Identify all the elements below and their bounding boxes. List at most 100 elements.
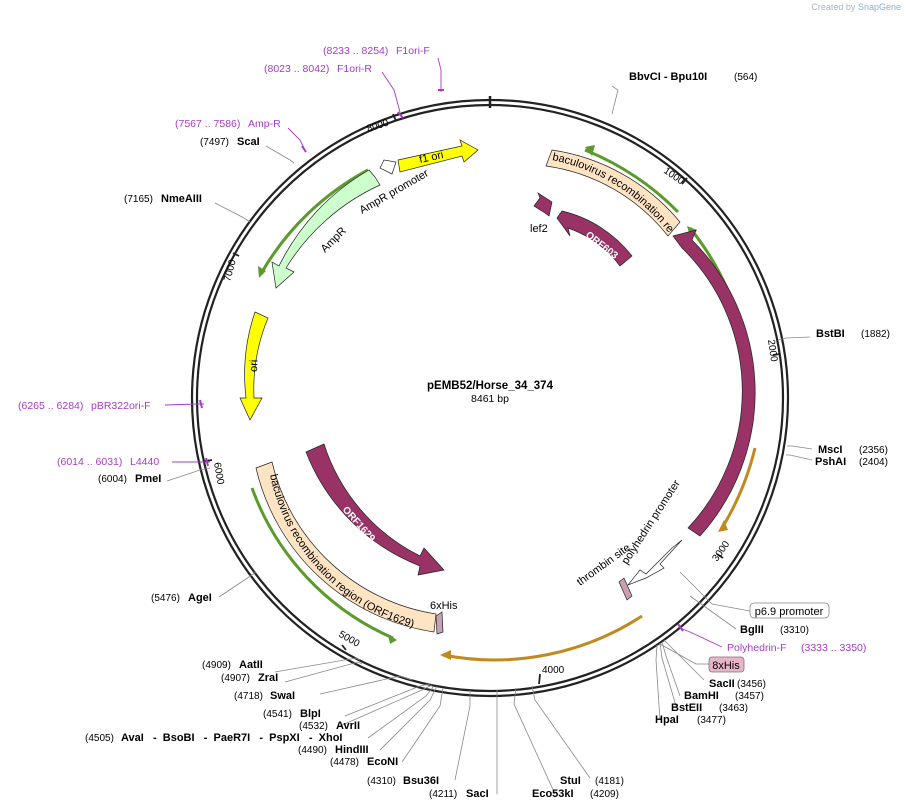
enzyme-label: NmeAIII xyxy=(161,193,202,205)
enzyme-pos: (4505) xyxy=(85,733,114,744)
enzyme-label: PshAI xyxy=(815,456,846,468)
his8-callout: 8xHis xyxy=(659,643,745,673)
polyhedrin-promoter-feature xyxy=(626,539,683,586)
enzyme-label: BstBI xyxy=(816,328,845,340)
orf603-feature xyxy=(556,210,633,267)
orf-arc-bottom-orange xyxy=(442,614,643,662)
enzyme-label: AgeI xyxy=(188,592,212,604)
enzyme-pos: (4532) xyxy=(299,721,328,732)
primer-leaders xyxy=(164,57,723,648)
enzyme-leaders xyxy=(166,85,813,795)
tick-label: 4000 xyxy=(542,665,565,676)
primer-range: (7567 .. 7586) xyxy=(175,118,240,130)
feature-labels: f1 ori AmpR promoter AmpR ori baculoviru… xyxy=(0,0,736,631)
tick-label: 8000 xyxy=(366,117,391,134)
enzyme-pos: (564) xyxy=(734,72,757,83)
enzyme-pos: (4541) xyxy=(263,709,292,720)
primer-label: Amp-R xyxy=(248,118,281,130)
enzyme-label: Bsu36I xyxy=(403,775,439,787)
p69-promoter-callout: p6.9 promoter xyxy=(679,571,830,619)
feature-label-6xhis: 6xHis xyxy=(430,600,458,612)
enzyme-pos: (4209) xyxy=(590,789,619,800)
feature-label-ampr: AmpR xyxy=(319,225,349,255)
enzyme-pos: (1882) xyxy=(861,329,890,340)
enzyme-label: AvaI - BsoBI - PaeR7I - PspXI - XhoI xyxy=(121,732,342,744)
primer-range: (6014 .. 6031) xyxy=(57,456,122,468)
enzyme-pos: (3477) xyxy=(697,715,726,726)
enzyme-label: Eco53kI xyxy=(532,788,574,800)
enzyme-pos: (2356) xyxy=(859,445,888,456)
enzyme-pos: (3457) xyxy=(735,691,764,702)
feature-label-lef2: lef2 xyxy=(530,223,548,235)
enzyme-label: ScaI xyxy=(237,136,260,148)
primer-range: (3333 .. 3350) xyxy=(801,642,866,654)
primer-marks xyxy=(199,89,684,632)
enzyme-pos: (7165) xyxy=(124,194,153,205)
enzyme-pos: (3310) xyxy=(780,625,809,636)
enzyme-label: SacII xyxy=(709,678,735,690)
enzyme-pos: (4490) xyxy=(298,745,327,756)
enzyme-label: StuI xyxy=(560,775,581,787)
his8-label: 8xHis xyxy=(712,660,740,672)
enzyme-label: BbvCI - Bpu10I xyxy=(629,71,707,83)
orf-arc-top xyxy=(584,148,680,214)
enzyme-pos: (4181) xyxy=(595,776,624,787)
enzyme-label: SwaI xyxy=(270,690,295,702)
ampr-promoter-feature xyxy=(379,159,397,175)
feature-label-gus: GUS xyxy=(724,378,736,400)
primer-label: pBR322ori-F xyxy=(91,400,151,412)
ori-feature xyxy=(239,311,269,421)
snapgene-credit: Created by SnapGene xyxy=(811,2,901,12)
orf-arc-right-orange xyxy=(720,447,757,529)
enzyme-label: BamHI xyxy=(684,690,719,702)
enzyme-pos: (4907) xyxy=(221,673,250,684)
enzyme-label: AatII xyxy=(239,659,263,671)
orf-arrowheads xyxy=(258,145,728,660)
primer-label: F1ori-F xyxy=(396,45,430,57)
enzyme-pos: (4211) xyxy=(429,789,457,800)
primer-label: Polyhedrin-F xyxy=(727,642,787,654)
enzyme-pos: (7497) xyxy=(200,137,229,148)
enzyme-pos: (4310) xyxy=(367,776,396,787)
enzyme-label: HindIII xyxy=(335,744,369,756)
enzyme-label: PmeI xyxy=(135,473,161,485)
bac-region-top xyxy=(545,149,681,237)
enzyme-label: SacI xyxy=(466,788,489,800)
enzyme-labels: BbvCI - Bpu10I (564) BstBI (1882) MscI (… xyxy=(85,71,890,800)
p69-promoter-label: p6.9 promoter xyxy=(755,606,824,618)
orf-arc-left-green xyxy=(250,487,394,640)
enzyme-label: BstEII xyxy=(671,702,702,714)
orf1629-feature xyxy=(305,443,445,576)
primer-label: L4440 xyxy=(130,456,159,468)
primer-range: (6265 .. 6284) xyxy=(18,400,83,412)
plasmid-length: 8461 bp xyxy=(471,393,509,405)
orf-arc-topleft-green xyxy=(260,168,369,273)
tick-label: 2000 xyxy=(765,339,779,363)
enzyme-label: HpaI xyxy=(655,714,679,726)
enzyme-pos: (6004) xyxy=(98,474,127,485)
enzyme-label: EcoNI xyxy=(367,756,398,768)
feature-label-f1-ori: f1 ori xyxy=(418,149,444,166)
enzyme-label: AvrII xyxy=(336,720,360,732)
enzyme-pos: (4718) xyxy=(234,691,263,702)
lef2-feature xyxy=(533,192,553,217)
his6-feature xyxy=(435,611,444,635)
enzyme-pos: (4909) xyxy=(202,660,231,671)
tick-label: 6000 xyxy=(211,462,226,486)
plasmid-name: pEMB52/Horse_34_374 xyxy=(427,380,554,392)
primer-range: (8023 .. 8042) xyxy=(264,63,329,75)
enzyme-pos: (5476) xyxy=(151,593,180,604)
tick-label: 3000 xyxy=(710,539,732,564)
thrombin-site-feature xyxy=(618,577,633,601)
primer-labels: (8233 .. 8254) F1ori-F (8023 .. 8042) F1… xyxy=(18,45,866,654)
gus-feature xyxy=(672,229,756,537)
primer-label: F1ori-R xyxy=(337,63,372,75)
f1-ori-feature xyxy=(397,139,479,173)
tick-marks xyxy=(204,113,781,685)
features xyxy=(239,139,756,635)
enzyme-pos: (2404) xyxy=(859,457,888,468)
enzyme-label: MscI xyxy=(818,444,842,456)
bac-region-bottom xyxy=(255,461,437,633)
enzyme-label: BlpI xyxy=(300,708,321,720)
